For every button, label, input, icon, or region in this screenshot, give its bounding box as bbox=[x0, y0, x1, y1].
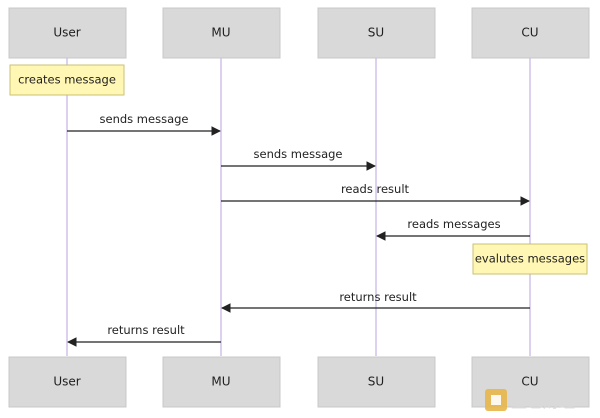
message-label: sends message bbox=[100, 112, 189, 126]
watermark-text: 金色财经 bbox=[510, 392, 575, 411]
watermark-logo-icon bbox=[485, 389, 507, 411]
actor-su-label: SU bbox=[368, 26, 384, 40]
actor-mu-label: MU bbox=[211, 375, 230, 389]
actor-user-bottom: User bbox=[8, 356, 127, 408]
note-creates-message-text: creates message bbox=[18, 73, 116, 87]
actor-mu-bottom: MU bbox=[162, 356, 281, 408]
note-evaluates-messages: evalutes messages bbox=[472, 243, 588, 275]
message-label: reads result bbox=[341, 182, 410, 196]
message-cu-to-mu: returns result bbox=[221, 290, 530, 313]
actor-su-label: SU bbox=[368, 375, 384, 389]
actor-cu-top: CU bbox=[471, 7, 590, 59]
actor-user-top: User bbox=[8, 7, 127, 59]
message-cu-to-su: reads messages bbox=[376, 217, 530, 241]
note-creates-message: creates message bbox=[9, 64, 125, 96]
actor-user-label: User bbox=[53, 26, 80, 40]
message-label: reads messages bbox=[407, 217, 500, 231]
actor-user-label: User bbox=[53, 375, 80, 389]
actor-mu-top: MU bbox=[162, 7, 281, 59]
note-evaluates-messages-text: evalutes messages bbox=[475, 252, 585, 266]
watermark: 金色财经 bbox=[485, 389, 575, 411]
actor-cu-label: CU bbox=[521, 26, 538, 40]
message-user-to-mu: sends message bbox=[67, 112, 221, 136]
actor-cu-label: CU bbox=[521, 375, 538, 389]
actor-su-bottom: SU bbox=[317, 356, 436, 408]
message-mu-to-su: sends message bbox=[221, 147, 376, 171]
message-label: returns result bbox=[107, 323, 185, 337]
actor-su-top: SU bbox=[317, 7, 436, 59]
message-mu-to-cu: reads result bbox=[221, 182, 530, 206]
message-label: sends message bbox=[254, 147, 343, 161]
actor-mu-label: MU bbox=[211, 26, 230, 40]
message-mu-to-user: returns result bbox=[67, 323, 221, 347]
message-label: returns result bbox=[339, 290, 417, 304]
